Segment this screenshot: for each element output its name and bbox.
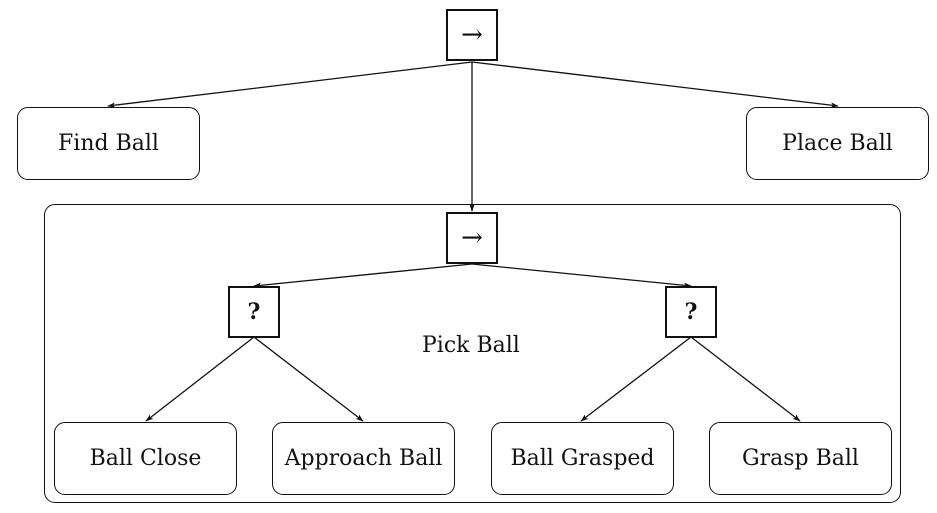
grasp-ball-node: Grasp Ball: [709, 422, 892, 495]
approach-ball-label: Approach Ball: [284, 446, 443, 471]
edge-root-to-place-ball: [471, 61, 839, 108]
ball-grasped-label: Ball Grasped: [510, 446, 655, 471]
pick-ball-subtree: [44, 204, 901, 503]
root-sequence-symbol: →: [461, 20, 483, 50]
pick-sequence-symbol: →: [461, 223, 483, 253]
place-ball-node: Place Ball: [746, 107, 929, 180]
ball-grasped-node: Ball Grasped: [491, 422, 674, 495]
find-ball-label: Find Ball: [58, 131, 159, 156]
fallback-left-symbol: ?: [247, 299, 261, 325]
pick-sequence-node: →: [446, 212, 498, 264]
edge-fallback-left-to-approach-ball: [253, 336, 364, 422]
root-sequence-node: →: [446, 9, 498, 61]
fallback-right-node: ?: [665, 286, 717, 338]
fallback-right-symbol: ?: [684, 299, 698, 325]
edge-sequence-to-fallback-right: [471, 263, 692, 289]
edge-fallback-right-to-grasp-ball: [690, 336, 801, 422]
pick-ball-label: Pick Ball: [422, 333, 520, 358]
grasp-ball-label: Grasp Ball: [742, 446, 859, 471]
edge-sequence-to-fallback-left: [253, 263, 473, 289]
edge-fallback-right-to-ball-grasped: [580, 336, 692, 422]
fallback-left-node: ?: [228, 286, 280, 338]
ball-close-node: Ball Close: [54, 422, 237, 495]
approach-ball-node: Approach Ball: [272, 422, 455, 495]
ball-close-label: Ball Close: [89, 446, 202, 471]
place-ball-label: Place Ball: [782, 131, 893, 156]
edge-root-to-find-ball: [107, 61, 473, 108]
edge-fallback-left-to-ball-close: [145, 336, 255, 422]
find-ball-node: Find Ball: [17, 107, 200, 180]
